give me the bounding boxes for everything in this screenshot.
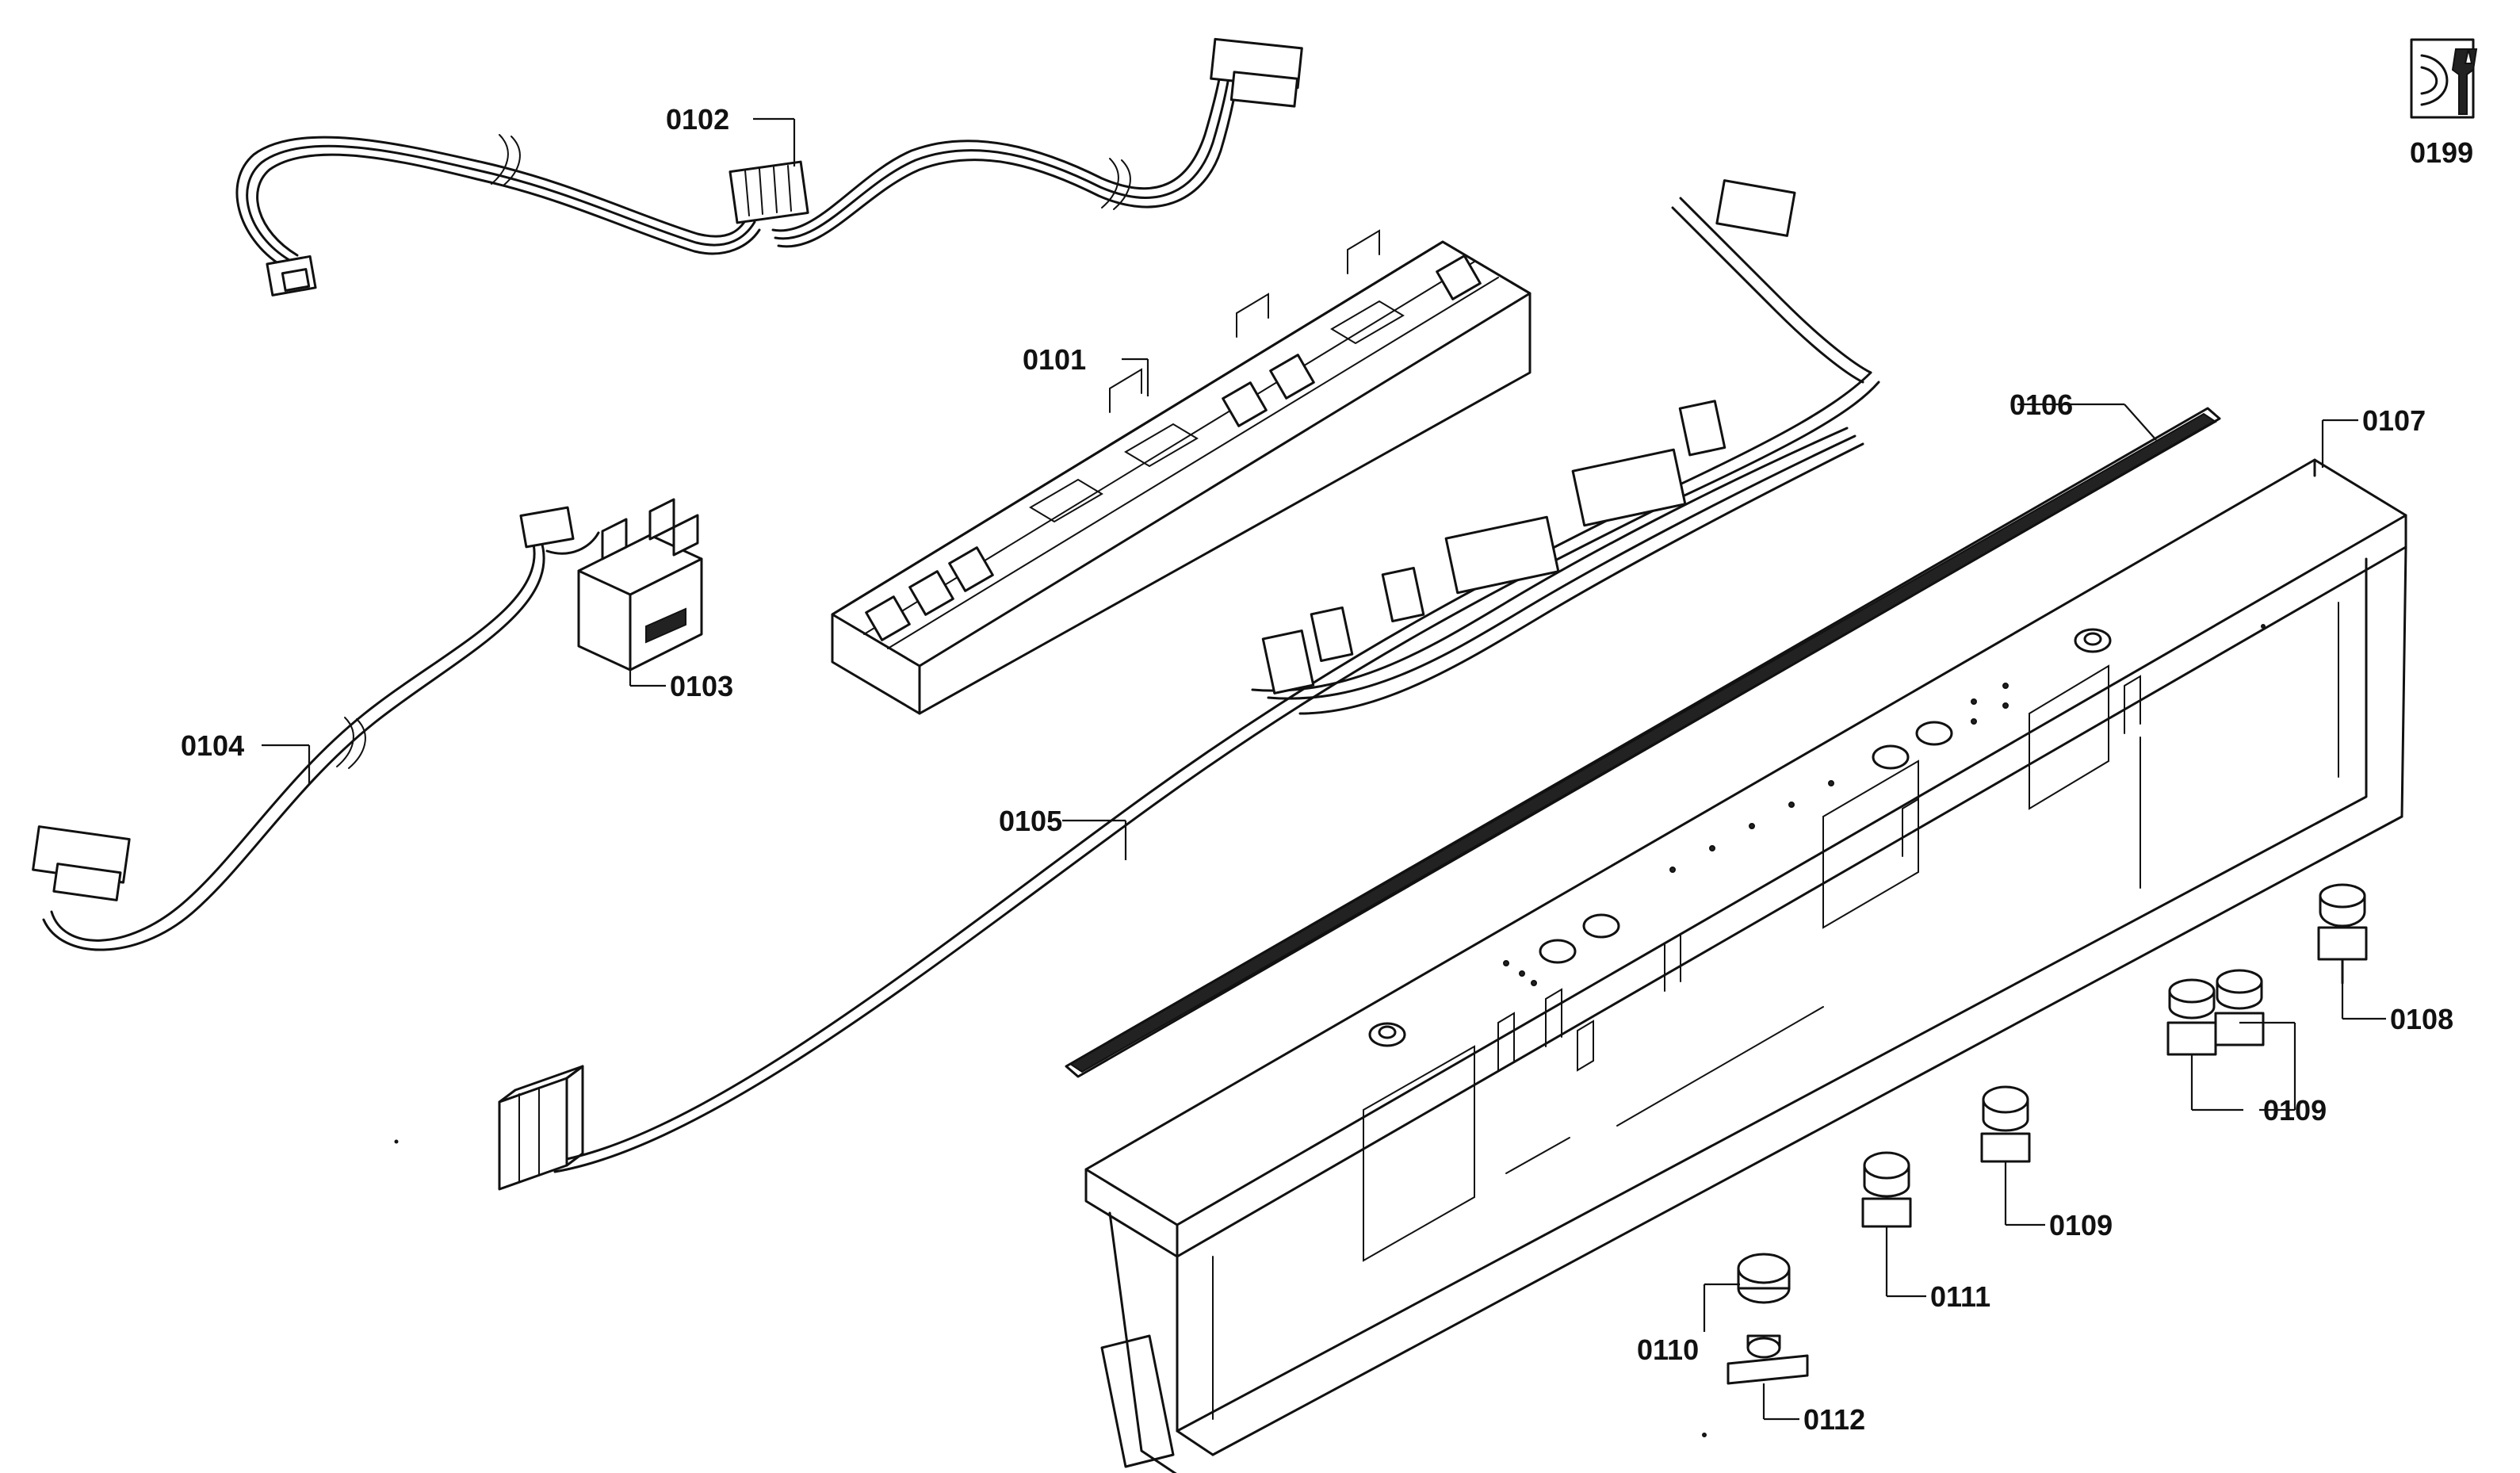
label-0109-lower: 0109 <box>2049 1209 2113 1242</box>
label-0111: 0111 <box>1930 1280 1990 1313</box>
label-0101: 0101 <box>1023 343 1086 376</box>
button-0111 <box>1861 1151 1926 1298</box>
switch-0103 <box>545 498 703 687</box>
label-0104: 0104 <box>181 729 244 762</box>
label-0199: 0199 <box>2410 136 2473 169</box>
label-0107: 0107 <box>2362 404 2426 437</box>
button-0109-pair <box>2166 969 2296 1111</box>
label-0110: 0110 <box>1637 1333 1699 1366</box>
label-0106: 0106 <box>2009 388 2073 421</box>
button-0109-single <box>1980 1085 2045 1226</box>
label-0103: 0103 <box>670 670 733 702</box>
label-0109-upper: 0109 <box>2263 1094 2327 1127</box>
clip-0112 <box>1727 1334 1809 1421</box>
wire-harness-0102 <box>235 37 1303 297</box>
wire-harness-0105 <box>498 179 1880 1191</box>
control-panel-0107 <box>1084 419 2407 1473</box>
button-cap-0110 <box>1703 1253 1791 1332</box>
seal-strip-0106 <box>1065 403 2221 1078</box>
label-0112: 0112 <box>1803 1403 1865 1436</box>
control-module-0101 <box>831 229 1532 715</box>
wrench-icon <box>2410 38 2478 119</box>
button-0108 <box>2317 883 2386 1020</box>
label-0102: 0102 <box>666 103 729 136</box>
label-0108: 0108 <box>2390 1003 2453 1035</box>
wire-harness-0104 <box>32 506 575 951</box>
label-0105: 0105 <box>999 805 1062 837</box>
